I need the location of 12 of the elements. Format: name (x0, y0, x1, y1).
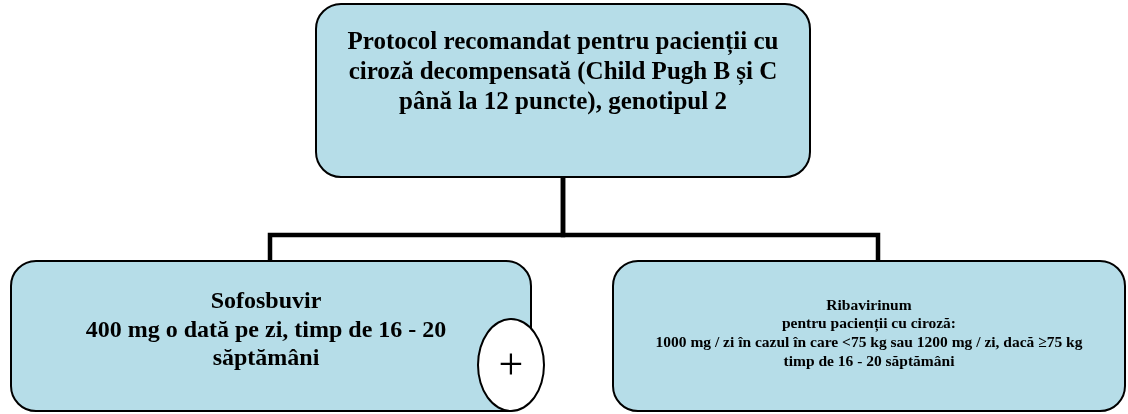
node-text: + (498, 343, 524, 387)
rounded-box (10, 260, 532, 412)
node-text: Ribavirinum (826, 295, 912, 315)
connector-line (560, 178, 881, 260)
node-text: 1000 mg / zi în cazul în care <75 kg sau 1200 mg / zi, dacă ≥75 kg (655, 333, 1083, 352)
rounded-box (315, 3, 811, 178)
node-text: Sofosbuvir (210, 285, 322, 315)
node-text: pentru pacienții cu ciroză: (781, 314, 957, 333)
node-text: 400 mg o dată pe zi, timp de 16 - 20 săptămâni (84, 314, 448, 373)
rounded-box (612, 260, 1126, 412)
node-text: Protocol recomandat pentru pacienții cu ciroză decompensată (Child Pugh B și C până la 12 puncte), genotipul 2 (346, 25, 780, 116)
node-text: timp de 16 - 20 săptămâni (783, 351, 955, 371)
